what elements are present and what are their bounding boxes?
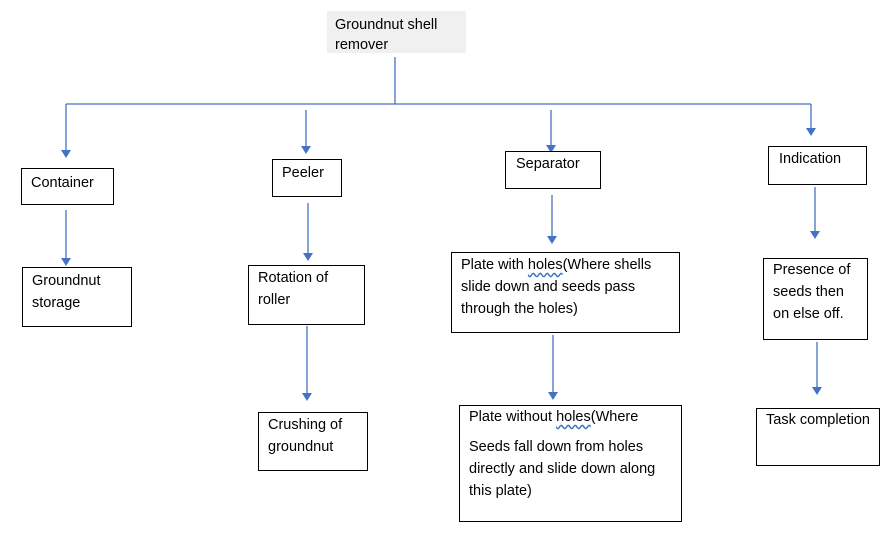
presence-of-seeds-text: Presence of seeds then on else off. bbox=[773, 262, 851, 322]
groundnut-storage-node: Groundnut storage bbox=[22, 267, 132, 327]
plate-without-holes-detail: Seeds fall down from holes directly and … bbox=[469, 439, 656, 499]
plate-without-holes-keyword: holes bbox=[556, 409, 591, 425]
arrow-presence bbox=[810, 231, 820, 239]
task-completion-node: Task completion bbox=[756, 408, 880, 466]
separator-node: Separator bbox=[505, 151, 601, 189]
arrow-indication bbox=[806, 128, 816, 136]
container-label: Container bbox=[31, 175, 94, 191]
arrow-rotation bbox=[303, 253, 313, 261]
plate-with-holes-node: Plate with holes(Where shells slide down… bbox=[451, 252, 680, 333]
container-node: Container bbox=[21, 168, 114, 205]
presence-of-seeds-node: Presence of seeds then on else off. bbox=[763, 258, 868, 340]
arrow-storage bbox=[61, 258, 71, 266]
arrow-separator bbox=[546, 145, 556, 153]
rotation-roller-node: Rotation of roller bbox=[248, 265, 365, 325]
plate-with-holes-post: (Where shells slide down and seeds pass … bbox=[461, 257, 652, 317]
plate-without-holes-pre: Plate without bbox=[469, 409, 557, 425]
groundnut-storage-text: Groundnut storage bbox=[32, 273, 101, 311]
root-node: Groundnut shell remover bbox=[327, 11, 466, 53]
peeler-label: Peeler bbox=[282, 165, 324, 181]
arrow-peeler bbox=[301, 146, 311, 154]
plate-with-holes-keyword: holes bbox=[527, 257, 563, 273]
plate-without-holes-node: Plate without holes(Where Seeds fall dow… bbox=[459, 405, 682, 522]
indication-node: Indication bbox=[768, 146, 867, 185]
plate-without-holes-post: (Where bbox=[590, 409, 639, 425]
arrow-container bbox=[61, 150, 71, 158]
indication-label: Indication bbox=[779, 151, 842, 167]
peeler-node: Peeler bbox=[272, 159, 342, 197]
rotation-roller-text: Rotation of roller bbox=[258, 270, 329, 308]
arrow-plate1 bbox=[547, 236, 557, 244]
arrow-plate2 bbox=[548, 392, 558, 400]
arrow-task bbox=[812, 387, 822, 395]
crushing-groundnut-text: Crushing of groundnut bbox=[268, 417, 343, 455]
root-title: Groundnut shell remover bbox=[335, 17, 438, 53]
arrow-crushing bbox=[302, 393, 312, 401]
task-completion-text: Task completion bbox=[766, 412, 870, 428]
plate-with-holes-pre: Plate with bbox=[461, 257, 528, 273]
crushing-groundnut-node: Crushing of groundnut bbox=[258, 412, 368, 471]
separator-label: Separator bbox=[516, 156, 580, 172]
